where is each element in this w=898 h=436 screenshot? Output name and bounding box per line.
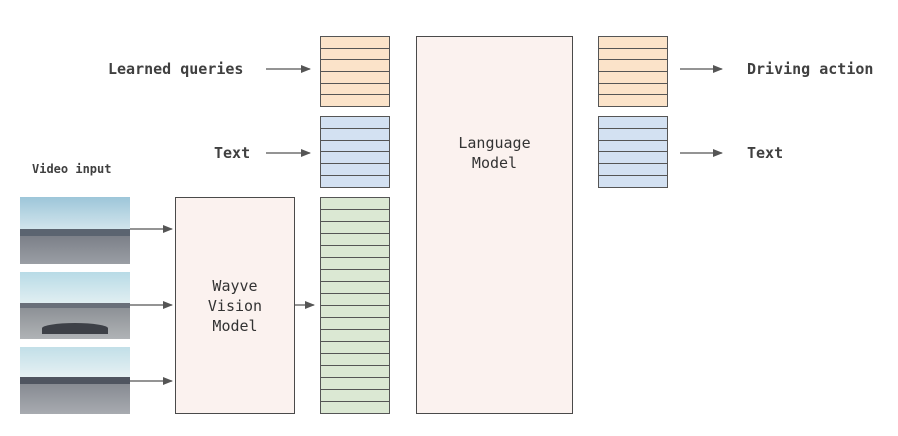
token-row xyxy=(599,117,667,129)
language-model-box: Language Model xyxy=(416,36,573,414)
token-row xyxy=(321,282,389,294)
token-row xyxy=(321,49,389,61)
token-row xyxy=(321,198,389,210)
token-row xyxy=(321,270,389,282)
token-row xyxy=(599,60,667,73)
token-row xyxy=(321,294,389,306)
token-row xyxy=(321,95,389,106)
token-row xyxy=(321,246,389,258)
token-row xyxy=(321,354,389,366)
token-row xyxy=(321,234,389,246)
token-row xyxy=(321,60,389,73)
token-row xyxy=(599,37,667,49)
vision-model-label: Wayve Vision Model xyxy=(207,276,263,335)
token-row xyxy=(321,258,389,270)
token-row xyxy=(321,210,389,222)
driving-action-label: Driving action xyxy=(747,60,874,78)
token-row xyxy=(599,129,667,141)
token-row xyxy=(321,37,389,49)
token-row xyxy=(321,390,389,402)
token-row xyxy=(321,129,389,141)
token-row xyxy=(321,222,389,234)
driving-action-tokens xyxy=(598,36,668,107)
token-row xyxy=(599,84,667,96)
video-frame-1 xyxy=(20,197,130,264)
learned-queries-label: Learned queries xyxy=(108,60,244,78)
token-row xyxy=(321,366,389,378)
token-row xyxy=(321,141,389,153)
token-row xyxy=(321,117,389,129)
token-row xyxy=(321,306,389,318)
video-input-label: Video input xyxy=(32,162,112,176)
token-row xyxy=(321,342,389,354)
token-row xyxy=(321,330,389,342)
text-output-label: Text xyxy=(747,144,784,162)
token-row xyxy=(599,72,667,84)
token-row xyxy=(599,95,667,106)
text-input-tokens xyxy=(320,116,390,188)
token-row xyxy=(321,176,389,187)
video-frame-3 xyxy=(20,347,130,414)
token-row xyxy=(321,84,389,96)
token-row xyxy=(321,378,389,390)
learned-query-tokens xyxy=(320,36,390,107)
video-frame-2 xyxy=(20,272,130,339)
token-row xyxy=(599,141,667,153)
token-row xyxy=(321,152,389,165)
vision-tokens xyxy=(320,197,390,414)
token-row xyxy=(321,164,389,177)
language-model-label: Language Model xyxy=(458,133,531,172)
text-input-label: Text xyxy=(214,144,251,162)
token-row xyxy=(599,49,667,61)
vision-model-box: Wayve Vision Model xyxy=(175,197,295,414)
token-row xyxy=(599,152,667,165)
token-row xyxy=(321,402,389,413)
token-row xyxy=(321,72,389,84)
token-row xyxy=(599,164,667,177)
text-output-tokens xyxy=(598,116,668,188)
token-row xyxy=(599,176,667,187)
token-row xyxy=(321,318,389,330)
